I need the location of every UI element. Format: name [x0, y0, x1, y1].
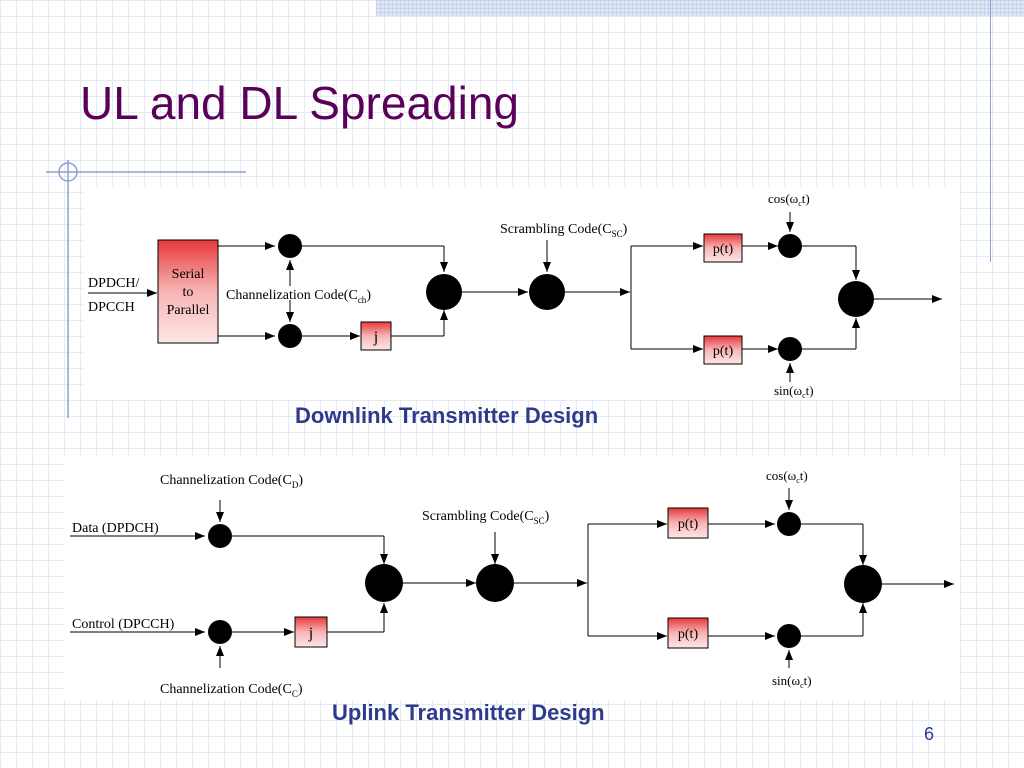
- slide-title: UL and DL Spreading: [80, 77, 519, 129]
- dl-pulse-top-label: p(t): [713, 242, 734, 257]
- right-decorative-rule: [990, 0, 991, 262]
- ul-final-summer: [844, 565, 882, 603]
- dl-input-label-2: DPCCH: [88, 300, 135, 315]
- dl-serial-to-parallel-block: [157, 239, 219, 344]
- ul-data-multiplier: [208, 524, 232, 548]
- dl-summer: [426, 274, 462, 310]
- ul-pulse-bottom-label: p(t): [678, 627, 699, 642]
- dl-sin-label: sin(ωct): [774, 383, 814, 400]
- ul-pulse-bottom: [667, 617, 709, 649]
- ul-summer: [365, 564, 403, 602]
- ul-scrambling-multiplier: [476, 564, 514, 602]
- ul-control-label: Control (DPCCH): [72, 617, 175, 632]
- ul-chan-bottom-label: Channelization Code(CC): [160, 682, 303, 699]
- dl-j-block: [360, 321, 392, 351]
- ul-cos-label: cos(ωct): [766, 468, 808, 485]
- dl-sin-multiplier: [778, 337, 802, 361]
- dl-j-label: j: [373, 329, 378, 346]
- dl-stp-label-2: to: [183, 285, 194, 300]
- ul-chan-top-label: Channelization Code(CD): [160, 473, 303, 490]
- ul-j-label: j: [308, 625, 313, 642]
- dl-cos-label: cos(ωct): [768, 191, 810, 208]
- dl-multiplier-top: [278, 234, 302, 258]
- ul-cos-multiplier: [777, 512, 801, 536]
- ul-data-label: Data (DPDCH): [72, 521, 159, 536]
- dl-pulse-bottom-label: p(t): [713, 344, 734, 359]
- crosshair-decoration: [46, 160, 246, 418]
- ul-sin-label: sin(ωct): [772, 673, 812, 690]
- dl-scrambling-multiplier: [529, 274, 565, 310]
- dl-multiplier-bottom: [278, 324, 302, 348]
- downlink-diagram: DPDCH/ DPCCH Serial to Parallel Channeli…: [84, 186, 960, 400]
- dl-stp-label-1: Serial: [172, 267, 205, 282]
- page-number: 6: [924, 724, 935, 744]
- uplink-caption: Uplink Transmitter Design: [332, 700, 605, 725]
- top-decorative-band: [376, 0, 1024, 16]
- dl-channelization-label: Channelization Code(Cch): [226, 288, 371, 305]
- dl-scrambling-label: Scrambling Code(CSC): [500, 222, 628, 239]
- ul-control-multiplier: [208, 620, 232, 644]
- dl-cos-multiplier: [778, 234, 802, 258]
- ul-pulse-top-label: p(t): [678, 517, 699, 532]
- ul-pulse-top: [667, 507, 709, 539]
- dl-input-label-1: DPDCH/: [88, 276, 139, 291]
- downlink-caption: Downlink Transmitter Design: [295, 403, 599, 428]
- dl-stp-label-3: Parallel: [167, 303, 210, 318]
- dl-pulse-bottom: [703, 335, 743, 365]
- dl-pulse-top: [703, 233, 743, 263]
- dl-final-summer: [838, 281, 874, 317]
- uplink-diagram: Channelization Code(CD) Data (DPDCH) Con…: [64, 456, 960, 700]
- ul-scrambling-label: Scrambling Code(CSC): [422, 509, 550, 526]
- ul-sin-multiplier: [777, 624, 801, 648]
